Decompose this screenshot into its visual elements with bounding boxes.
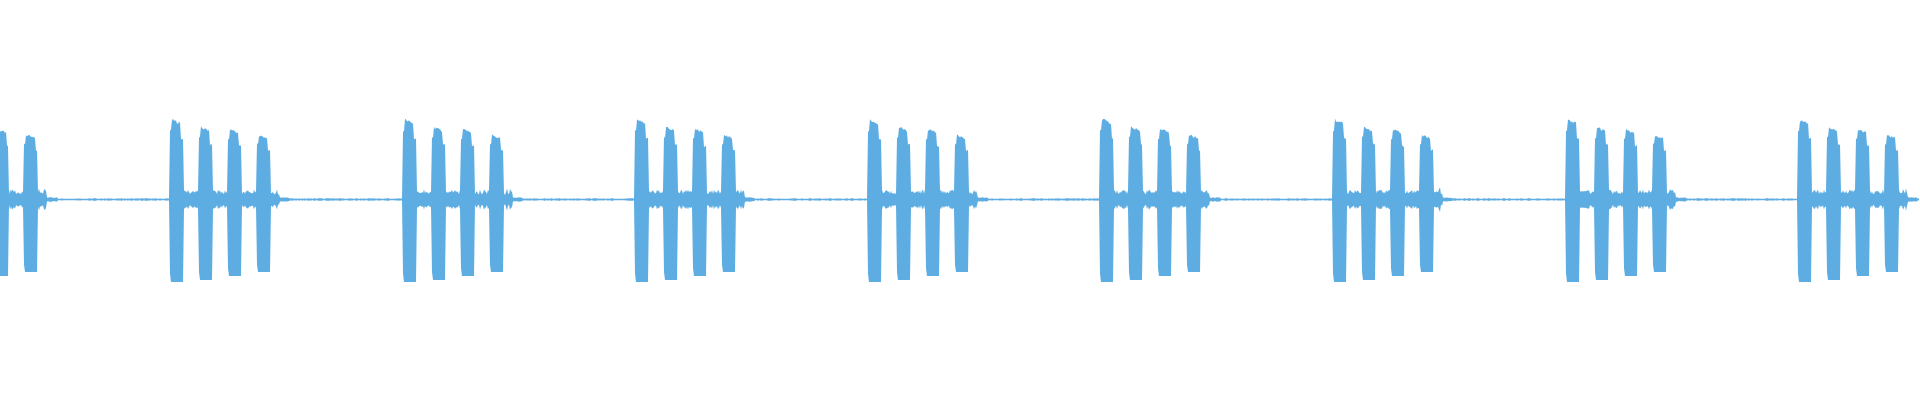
waveform-path [0,118,1919,282]
